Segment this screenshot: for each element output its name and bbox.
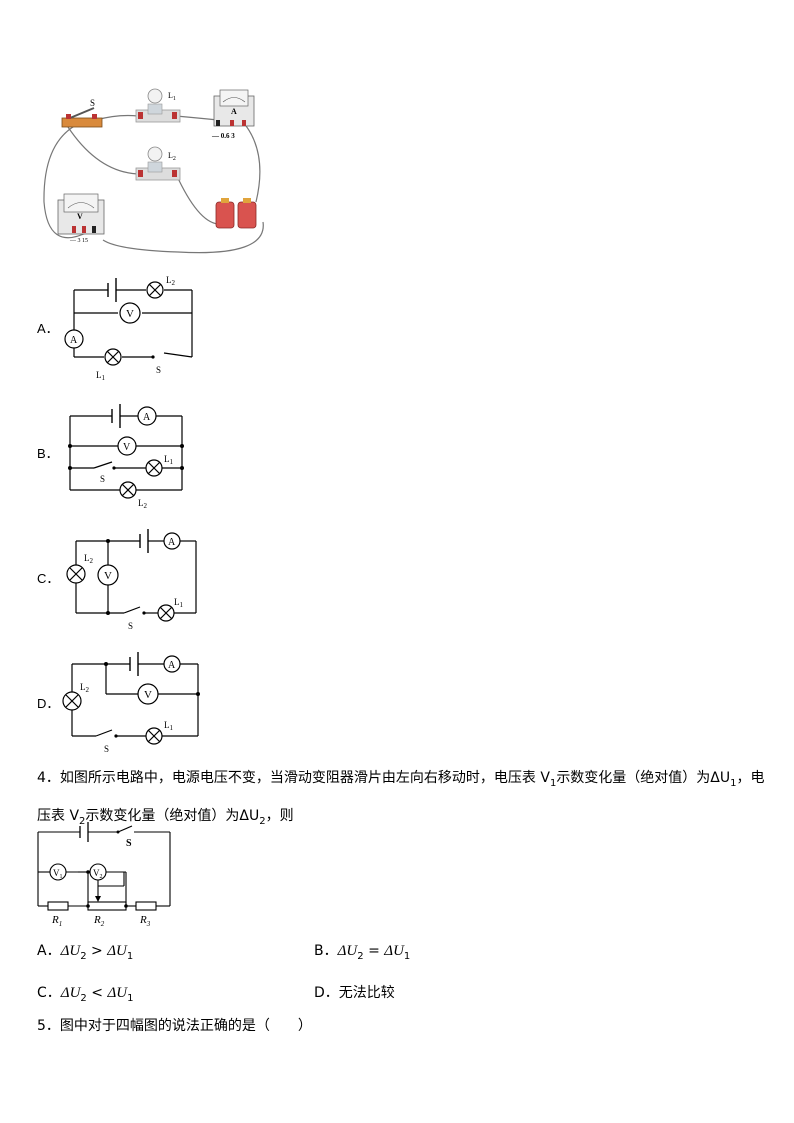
q4-option-c[interactable]: C．ΔU2 < ΔU1 [37, 985, 134, 1004]
q4-v1-label: V1 [53, 868, 63, 880]
q3-b-voltmeter-letter: V [123, 442, 131, 453]
q3-b-switch-label: S [100, 474, 105, 484]
q4-option-b[interactable]: B．ΔU2 = ΔU1 [314, 943, 411, 962]
physical-circuit-photo: S L1 A — 0.6 3 L2 V — 3 15 [43, 88, 264, 254]
q3-b-l2-label: L2 [138, 498, 148, 510]
q5-stem: 5．图中对于四幅图的说法正确的是（ ） [37, 1018, 312, 1034]
q3-d-ammeter-letter: A [168, 660, 176, 671]
q4-r3-label: R3 [139, 914, 151, 928]
q3-a-switch-label: S [156, 365, 161, 375]
q4-option-a[interactable]: A．ΔU2 > ΔU1 [37, 943, 134, 962]
photo-voltmeter-letter: V [77, 212, 83, 221]
q3-c-l1-label: L1 [174, 597, 184, 609]
q3-option-c-circuit[interactable]: V A L2 L1 S [60, 525, 205, 635]
q3-d-l1-label: L1 [164, 720, 174, 732]
q3-d-l2-label: L2 [80, 682, 90, 694]
q4-v2-label: V2 [93, 868, 103, 880]
q3-b-ammeter-letter: A [143, 412, 151, 423]
photo-lamp1-label: L1 [168, 91, 176, 102]
q3-a-l2-label: L2 [166, 275, 176, 287]
q4-r2-label: R2 [93, 914, 105, 928]
q4-r1-label: R1 [51, 914, 62, 928]
q3-option-a-circuit[interactable]: V A L2 L1 S [60, 272, 200, 382]
photo-switch-label: S [90, 98, 95, 108]
photo-ammeter-scale: — 0.6 3 [211, 132, 235, 140]
q3-option-b-circuit[interactable]: A V L1 S L2 [60, 400, 200, 512]
photo-ammeter-letter: A [231, 107, 237, 116]
q3-d-voltmeter-letter: V [144, 689, 152, 701]
q3-option-b-label[interactable]: B． [37, 446, 59, 461]
q3-a-l1-label: L1 [96, 370, 106, 382]
q3-c-switch-label: S [128, 621, 133, 631]
q3-option-a-label[interactable]: A． [37, 321, 59, 336]
q4-option-d[interactable]: D．无法比较 [314, 985, 395, 1001]
q3-c-ammeter-letter: A [168, 537, 176, 548]
q3-c-l2-label: L2 [84, 553, 94, 565]
q3-c-voltmeter-letter: V [104, 570, 112, 582]
q4-stem: 4．如图所示电路中，电源电压不变，当滑动变阻器滑片由左向右移动时，电压表 V1示… [37, 762, 767, 838]
q4-circuit-diagram: S V1 V2 R1 R2 R3 [37, 822, 171, 928]
q3-option-d-circuit[interactable]: V A L2 L1 S [60, 648, 205, 758]
photo-voltmeter-scale: — 3 15 [69, 238, 88, 244]
photo-lamp2-label: L2 [168, 151, 176, 162]
q4-switch-label: S [126, 838, 132, 849]
q3-a-ammeter-letter: A [70, 335, 78, 346]
q3-d-switch-label: S [104, 744, 109, 754]
q3-a-voltmeter-letter: V [126, 308, 134, 320]
q4-stem-line1: 4．如图所示电路中，电源电压不变，当滑动变阻器滑片由左向右移动时，电压表 V1示… [37, 770, 765, 789]
q4-stem-line2: 压表 V2示数变化量（绝对值）为ΔU2，则 [37, 807, 294, 827]
q3-option-d-label[interactable]: D． [37, 696, 60, 711]
q3-option-c-label[interactable]: C． [37, 571, 60, 586]
q3-b-l1-label: L1 [164, 454, 174, 466]
